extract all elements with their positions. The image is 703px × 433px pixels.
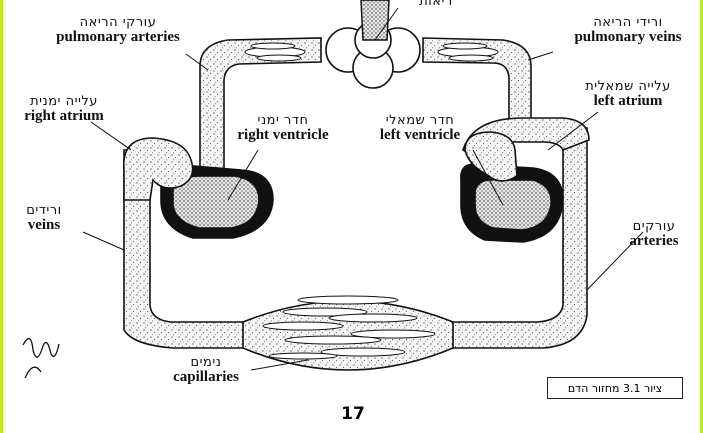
- handwritten-signature: [22, 338, 60, 379]
- leader-lines: [82, 7, 644, 371]
- left-heart: [460, 131, 564, 243]
- label-capillaries: נימים capillaries: [173, 355, 239, 385]
- label-left-ventricle: חדר שמאלי left ventricle: [379, 113, 461, 143]
- label-arteries: עורקים arteries: [629, 219, 679, 249]
- right-heart: [122, 137, 274, 239]
- capillary-bed: [242, 295, 454, 371]
- label-right-atrium: עלייה ימנית right atrium: [24, 94, 104, 124]
- label-lungs: ריאות: [419, 0, 453, 9]
- label-veins: ורידים veins: [26, 203, 62, 233]
- label-pulmonary-arteries: עורקי הריאה pulmonary arteries: [56, 15, 180, 45]
- pulmonary-artery-vessel: [199, 37, 322, 171]
- page-frame: ריאות עורקי הריאה pulmonary arteries ורי…: [3, 0, 700, 433]
- trachea: [360, 0, 390, 41]
- label-right-ventricle: חדר ימני right ventricle: [237, 113, 329, 143]
- circulation-diagram: [22, 0, 644, 379]
- label-left-atrium: עלייה שמאלית left atrium: [585, 79, 671, 109]
- lungs-shape: [325, 21, 421, 89]
- figure-caption: ציור 3.1 מחזור הדם: [547, 377, 683, 399]
- lung-capillary-bundle: [244, 42, 499, 62]
- label-pulmonary-veins: ורידי הריאה pulmonary veins: [574, 15, 682, 45]
- page-number: 17: [341, 404, 365, 424]
